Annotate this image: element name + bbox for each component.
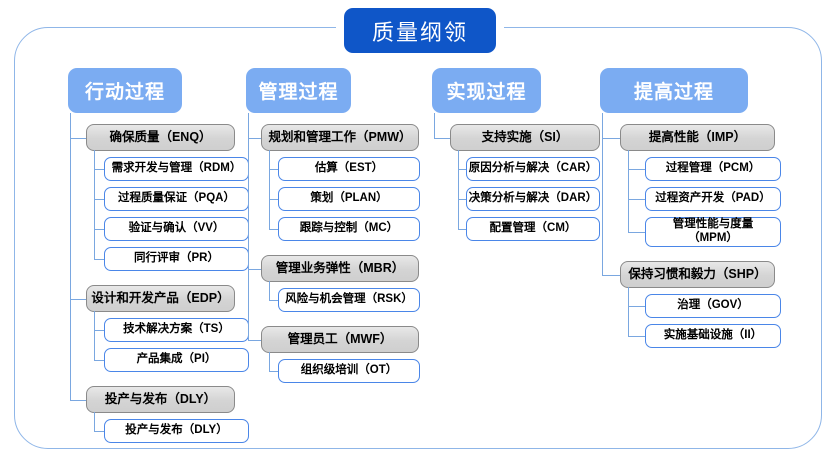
leaf-node-ot[interactable]: 组织级培训（OT） — [278, 359, 420, 383]
connector-column-to-group — [70, 399, 86, 401]
group-node-si[interactable]: 支持实施（SI） — [450, 124, 600, 151]
leaf-node-dar[interactable]: 决策分析与解决（DAR） — [466, 187, 600, 211]
leaf-node-dly[interactable]: 投产与发布（DLY） — [104, 419, 249, 443]
leaf-node-pi[interactable]: 产品集成（PI） — [104, 348, 249, 372]
leaf-node-ii[interactable]: 实施基础设施（II） — [645, 324, 781, 348]
leaf-node-mc[interactable]: 跟踪与控制（MC） — [278, 217, 420, 241]
connector-group-to-leaf — [628, 306, 645, 307]
connector-group-to-leaf — [269, 371, 278, 372]
leaf-node-cm[interactable]: 配置管理（CM） — [466, 217, 600, 241]
connector-group-to-leaf — [458, 199, 466, 200]
leaf-node-pcm[interactable]: 过程管理（PCM） — [645, 157, 781, 181]
connector-group-trunk — [269, 281, 270, 300]
connector-group-trunk — [628, 287, 629, 336]
connector-group-to-leaf — [458, 229, 466, 230]
connector-group-trunk — [94, 150, 95, 259]
leaf-node-rsk[interactable]: 风险与机会管理（RSK） — [278, 288, 420, 312]
group-node-pmw[interactable]: 规划和管理工作（PMW） — [261, 124, 419, 151]
connector-group-to-leaf — [94, 229, 104, 230]
connector-group-trunk — [94, 412, 95, 431]
leaf-node-car[interactable]: 原因分析与解决（CAR） — [466, 157, 600, 181]
connector-group-trunk — [269, 352, 270, 371]
connector-group-to-leaf — [628, 232, 645, 233]
connector-column-trunk — [248, 113, 249, 340]
column-header-3[interactable]: 实现过程 — [432, 68, 541, 113]
root-title: 质量纲领 — [344, 8, 496, 53]
connector-column-to-group — [434, 137, 450, 139]
group-node-mwf[interactable]: 管理员工（MWF） — [261, 326, 419, 353]
column-header-4[interactable]: 提高过程 — [600, 68, 748, 113]
group-node-shp[interactable]: 保持习惯和毅力（SHP） — [620, 261, 775, 288]
connector-group-trunk — [94, 311, 95, 360]
connector-group-trunk — [628, 150, 629, 232]
connector-column-trunk — [70, 113, 71, 400]
connector-group-to-leaf — [94, 169, 104, 170]
connector-group-to-leaf — [269, 300, 278, 301]
leaf-node-est[interactable]: 估算（EST） — [278, 157, 420, 181]
leaf-node-mpm[interactable]: 管理性能与度量 （MPM） — [645, 217, 781, 247]
connector-column-to-group — [248, 339, 261, 341]
connector-group-trunk — [458, 150, 459, 229]
group-node-mbr[interactable]: 管理业务弹性（MBR） — [261, 255, 419, 282]
leaf-node-ts[interactable]: 技术解决方案（TS） — [104, 318, 249, 342]
leaf-node-vv[interactable]: 验证与确认（VV） — [104, 217, 249, 241]
leaf-node-pr[interactable]: 同行评审（PR） — [104, 247, 249, 271]
group-node-imp[interactable]: 提高性能（IMP） — [620, 124, 775, 151]
connector-group-trunk — [269, 150, 270, 229]
connector-column-to-group — [248, 137, 261, 139]
connector-group-to-leaf — [94, 199, 104, 200]
connector-group-to-leaf — [628, 169, 645, 170]
connector-group-to-leaf — [628, 336, 645, 337]
group-node-edp[interactable]: 设计和开发产品（EDP） — [86, 285, 235, 312]
group-node-dly[interactable]: 投产与发布（DLY） — [86, 386, 235, 413]
connector-group-to-leaf — [94, 330, 104, 331]
column-header-1[interactable]: 行动过程 — [68, 68, 182, 113]
connector-group-to-leaf — [628, 199, 645, 200]
column-header-2[interactable]: 管理过程 — [246, 68, 351, 113]
leaf-node-pqa[interactable]: 过程质量保证（PQA） — [104, 187, 249, 211]
connector-column-to-group — [602, 274, 620, 276]
leaf-node-gov[interactable]: 治理（GOV） — [645, 294, 781, 318]
leaf-node-plan[interactable]: 策划（PLAN） — [278, 187, 420, 211]
leaf-node-rdm[interactable]: 需求开发与管理（RDM） — [104, 157, 249, 181]
connector-column-trunk — [602, 113, 603, 275]
connector-column-to-group — [70, 298, 86, 300]
connector-group-to-leaf — [94, 360, 104, 361]
connector-group-to-leaf — [94, 431, 104, 432]
connector-group-to-leaf — [94, 259, 104, 260]
group-node-enq[interactable]: 确保质量（ENQ） — [86, 124, 235, 151]
connector-group-to-leaf — [269, 169, 278, 170]
connector-column-to-group — [248, 268, 261, 270]
connector-group-to-leaf — [269, 229, 278, 230]
connector-column-trunk — [434, 113, 435, 138]
connector-group-to-leaf — [269, 199, 278, 200]
connector-column-to-group — [602, 137, 620, 139]
connector-column-to-group — [70, 137, 86, 139]
connector-group-to-leaf — [458, 169, 466, 170]
leaf-node-pad[interactable]: 过程资产开发（PAD） — [645, 187, 781, 211]
